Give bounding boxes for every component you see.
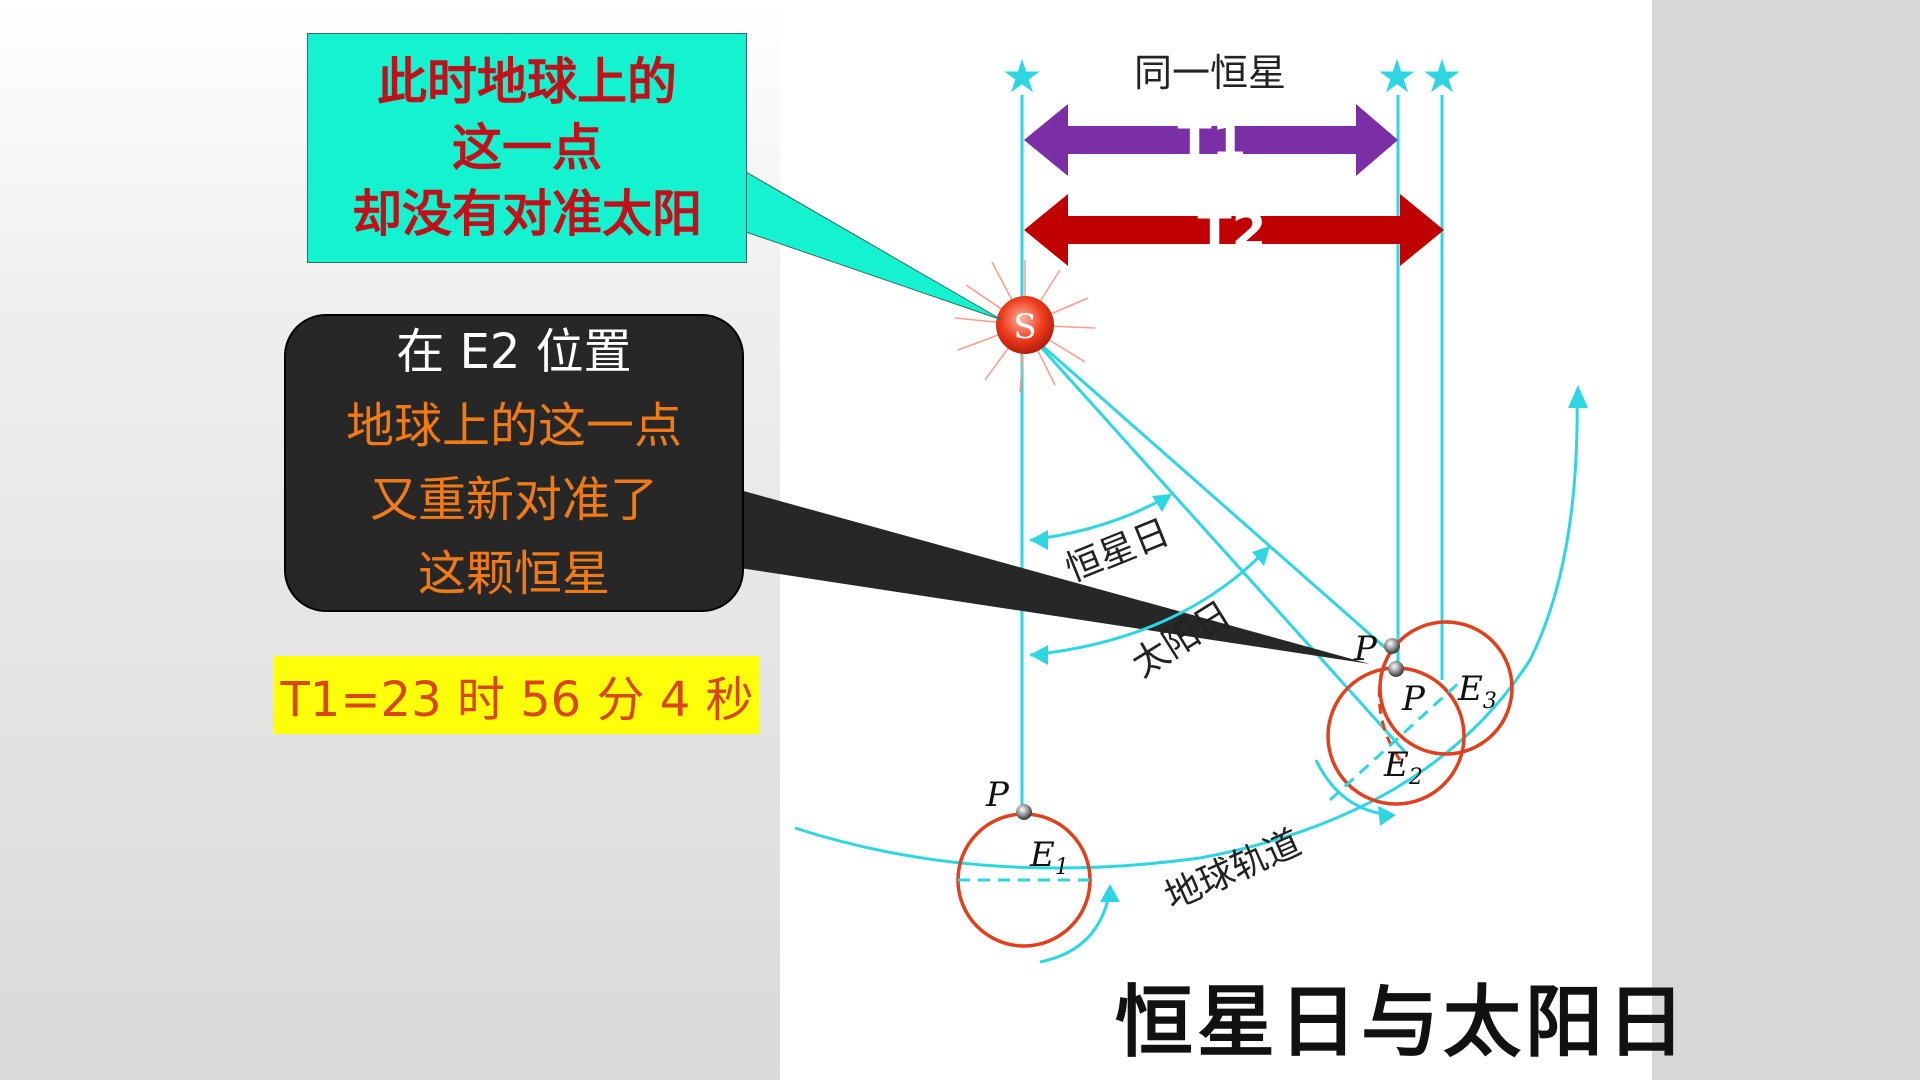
dark-callout-line: 这颗恒星 [417,546,610,602]
e2-dashed [1377,669,1402,761]
point-p-e2 [1388,661,1404,677]
green-callout-line: 却没有对准太阳 [352,185,702,243]
point-p-e3 [1384,638,1400,654]
same-star-label: 同一恒星 [1134,51,1286,95]
orbit-label: 地球轨道 [1159,822,1307,918]
sun [996,296,1054,354]
dark-callout: 在 E2 位置 地球上的这一点 又重新对准了 这颗恒星 [284,314,744,612]
dark-callout-line: 又重新对准了 [369,472,658,528]
arrowhead [1030,645,1048,665]
e3-label: E3 [1457,669,1497,714]
t1-duration-note: T1=23 时 56 分 4 秒 [274,656,760,734]
arrowhead [1100,884,1120,902]
green-callout-line: 这一点 [452,119,602,177]
star-icon: ★ [1421,49,1462,103]
green-callout-line: 此时地球上的 [377,53,677,111]
green-callout-pointer [745,171,1003,321]
arrowhead [1252,546,1270,566]
star-icon: ★ [1001,49,1042,103]
point-p-label: P [985,775,1010,815]
e2-label: E2 [1383,745,1423,790]
point-p-label: P [1401,679,1426,719]
e1-label: E1 [1029,835,1069,880]
arrowhead [1378,806,1396,826]
e2-equator [1328,678,1464,802]
arrowhead [1152,494,1172,512]
arrowhead [1030,530,1048,550]
sidereal-day-label: 恒星日 [1060,512,1176,590]
t1-label: T1 [1178,112,1247,170]
t2-arrow [1024,194,1444,266]
sun-to-e2-line [1028,333,1407,754]
green-callout: 此时地球上的 这一点 却没有对准太阳 [307,33,747,263]
dark-callout-line: 地球上的这一点 [345,398,682,454]
solar-day-arc [1029,546,1270,657]
arrowhead [1568,385,1588,408]
dark-callout-pointer [740,490,1370,664]
dark-callout-heading: 在 E2 位置 [396,324,632,380]
t1-arrow [1024,104,1398,176]
star-icon: ★ [1376,49,1417,103]
background-band [1652,0,1920,1080]
page-title: 恒星日与太阳日 [1115,978,1690,1068]
t2-label: T2 [1198,202,1267,260]
sun-to-e2-line [1029,333,1391,654]
earth-orbit [794,391,1579,870]
sun-label: S [1013,307,1036,347]
e1-rotation-arrow [1039,889,1112,964]
point-p-label: P [1353,629,1378,669]
sidereal-day-arc [1029,493,1171,542]
point-p-e1 [1016,804,1032,820]
